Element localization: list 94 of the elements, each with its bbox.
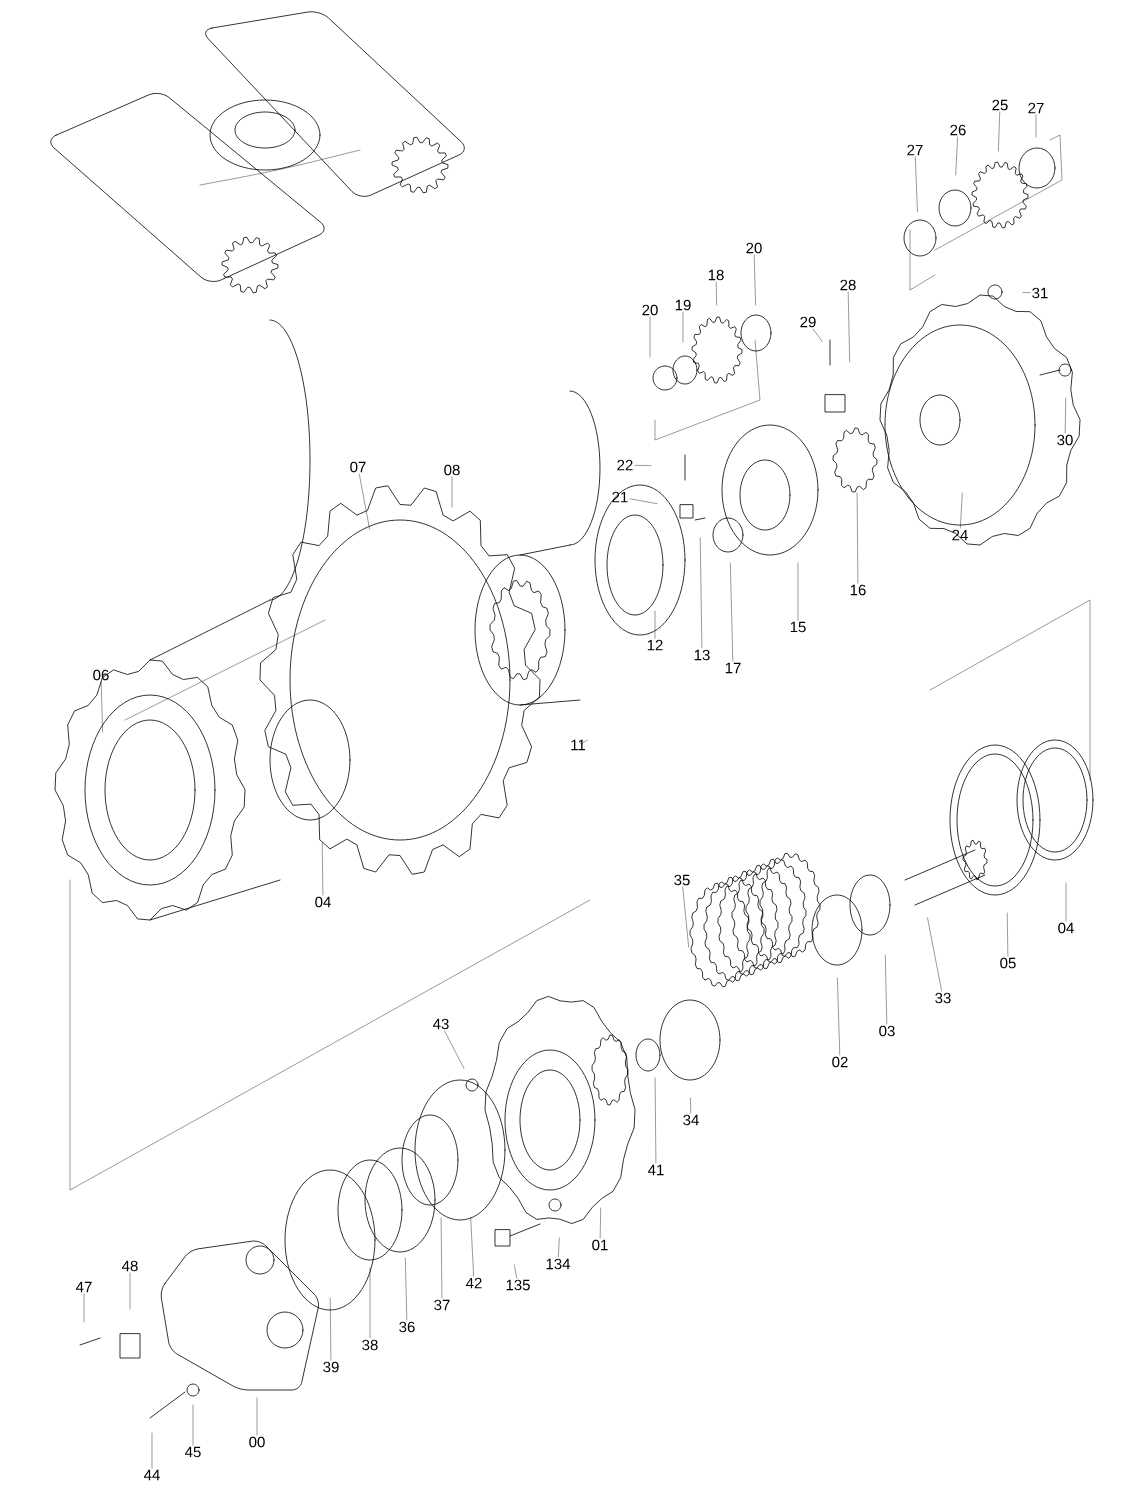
callout-number: 42 — [466, 1277, 482, 1289]
leader-line — [654, 610, 656, 639]
leader-line — [654, 1077, 657, 1164]
leader-line — [754, 254, 756, 306]
callout-number: 21 — [612, 491, 628, 503]
leader-line — [330, 1297, 332, 1361]
leader-line — [797, 562, 799, 621]
leader-line — [440, 1217, 443, 1299]
callout-number: 16 — [850, 584, 866, 596]
callout-number: 27 — [1028, 102, 1044, 114]
callout-number: 41 — [648, 1164, 664, 1176]
callout-number: 48 — [122, 1260, 138, 1272]
leader-line — [634, 465, 652, 466]
leader-line — [83, 1293, 85, 1323]
callout-number: 36 — [399, 1321, 415, 1333]
callout-number: 38 — [362, 1339, 378, 1351]
leader-line — [856, 492, 859, 584]
callout-number: 30 — [1057, 434, 1073, 446]
leader-line — [812, 328, 823, 342]
callout-number: 17 — [725, 662, 741, 674]
callout-number: 39 — [323, 1361, 339, 1373]
leader-line — [369, 1267, 371, 1339]
callout-number: 13 — [694, 649, 710, 661]
leader-line — [1022, 292, 1031, 293]
callout-number: 22 — [617, 459, 633, 471]
callout-number: 06 — [93, 669, 109, 681]
callout-number: 35 — [674, 874, 690, 886]
callout-number: 18 — [708, 269, 724, 281]
leader-line — [1065, 882, 1067, 922]
leader-line — [1035, 114, 1037, 138]
callout-number: 19 — [675, 299, 691, 311]
leader-line — [599, 1207, 601, 1239]
callout-number: 03 — [879, 1025, 895, 1037]
callout-number: 12 — [647, 639, 663, 651]
callout-number: 05 — [1000, 957, 1016, 969]
leader-line — [101, 681, 103, 733]
leader-line — [192, 1404, 194, 1446]
leader-line — [915, 156, 918, 213]
leader-line — [847, 291, 850, 363]
leader-line — [730, 562, 734, 662]
callout-number: 37 — [434, 1299, 450, 1311]
callout-number: 15 — [790, 621, 806, 633]
leader-line — [129, 1272, 131, 1310]
callout-number: 24 — [952, 529, 968, 541]
callout-number: 00 — [249, 1436, 265, 1448]
callout-number: 47 — [76, 1281, 92, 1293]
callout-number: 01 — [592, 1239, 608, 1251]
callout-number: 02 — [832, 1056, 848, 1068]
leader-line — [885, 954, 888, 1025]
leader-line — [629, 498, 658, 504]
leader-line — [1007, 912, 1009, 957]
leader-line — [837, 977, 840, 1056]
callout-number: 43 — [433, 1018, 449, 1030]
leader-line — [955, 136, 958, 176]
callout-number: 134 — [546, 1258, 571, 1270]
callout-number: 20 — [746, 242, 762, 254]
leader-line — [998, 111, 1000, 152]
callout-number: 29 — [800, 316, 816, 328]
leader-line — [444, 1030, 465, 1069]
leader-line — [405, 1257, 408, 1321]
leader-line — [1064, 397, 1066, 434]
callout-number: 31 — [1032, 287, 1048, 299]
callout-number: 04 — [315, 896, 331, 908]
leader-line — [715, 281, 717, 306]
callout-number: 34 — [683, 1114, 699, 1126]
callout-number: 135 — [506, 1279, 530, 1291]
leader-line — [682, 886, 689, 948]
callout-number: 11 — [571, 739, 586, 751]
callout-number: 20 — [642, 304, 658, 316]
leader-line — [514, 1264, 517, 1279]
leader-line — [700, 537, 703, 649]
leader-line — [580, 740, 588, 744]
leader-line — [682, 311, 684, 343]
callout-number: 25 — [992, 99, 1008, 111]
leader-line — [256, 1397, 258, 1436]
leader-line — [927, 917, 942, 992]
callout-number: 04 — [1058, 922, 1074, 934]
callout-number: 27 — [907, 144, 923, 156]
leader-line — [558, 1237, 560, 1258]
callout-number: 26 — [950, 124, 966, 136]
callout-number: 28 — [840, 279, 856, 291]
callout-number: 07 — [350, 461, 366, 473]
leader-line — [960, 492, 963, 529]
leader-line — [451, 476, 453, 508]
callout-number: 45 — [185, 1446, 201, 1458]
callout-number: 44 — [144, 1469, 160, 1481]
leader-line — [690, 1097, 691, 1114]
leader-line — [151, 1432, 153, 1469]
leader-line — [359, 473, 370, 530]
callout-number: 33 — [935, 992, 951, 1004]
leader-line — [649, 316, 651, 358]
leader-line — [322, 842, 324, 896]
leader-line — [470, 1217, 474, 1277]
callout-number: 08 — [444, 464, 460, 476]
